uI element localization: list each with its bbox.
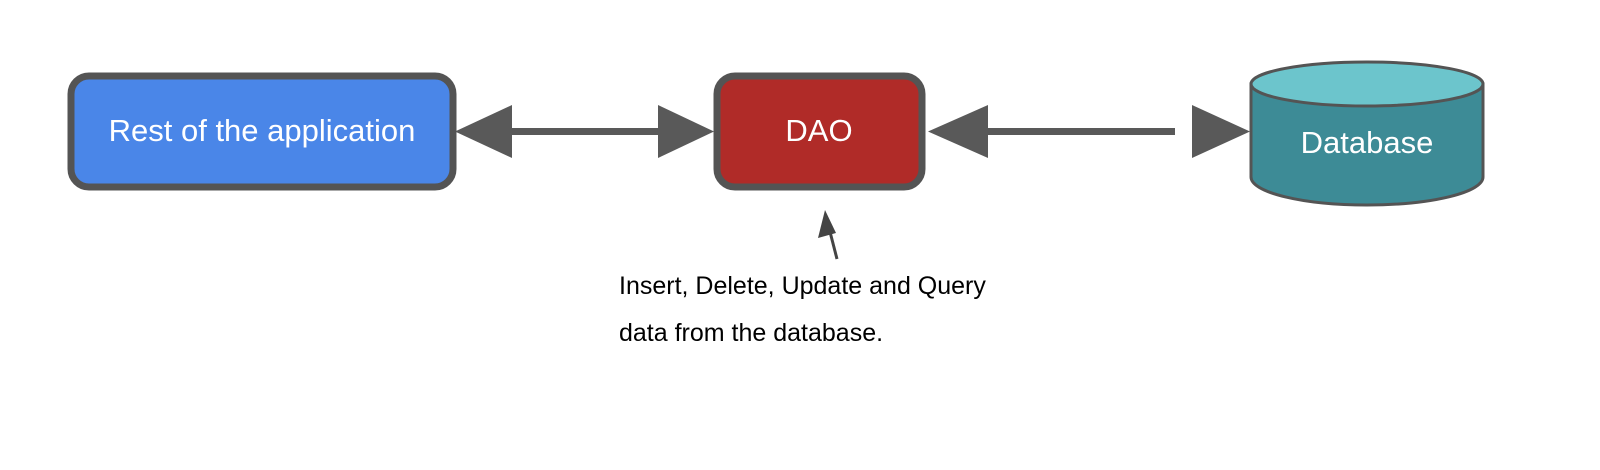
app-dao-arrowhead-right — [658, 105, 714, 158]
caption-connector[interactable] — [818, 210, 839, 260]
database-cylinder-body — [1249, 82, 1485, 207]
app-dao-connector[interactable] — [455, 105, 714, 158]
rest-of-application-label: Rest of the application — [109, 113, 416, 148]
caption-line-1: Insert, Delete, Update and Query — [619, 272, 986, 300]
dao-caption: Insert, Delete, Update and Query data fr… — [619, 272, 986, 347]
dao-database-connector[interactable] — [928, 105, 1250, 158]
database-label: Database — [1301, 125, 1434, 160]
node-dao[interactable]: DAO — [713, 72, 926, 191]
dao-database-arrowhead-right — [1192, 105, 1250, 158]
node-rest-of-application[interactable]: Rest of the application — [67, 72, 457, 191]
database-cylinder-top — [1249, 60, 1485, 108]
caption-line-2: data from the database. — [619, 319, 883, 347]
rest-of-application-box — [67, 72, 457, 191]
dao-database-arrowhead-left — [928, 105, 988, 158]
dao-box — [713, 72, 926, 191]
app-dao-arrowhead-left — [455, 105, 512, 158]
dao-label: DAO — [785, 113, 852, 148]
node-database[interactable]: Database — [1249, 60, 1485, 207]
app-dao-connector-shaft — [505, 128, 685, 135]
dao-database-connector-shaft — [985, 128, 1175, 135]
caption-connector-arrowhead — [818, 210, 836, 238]
